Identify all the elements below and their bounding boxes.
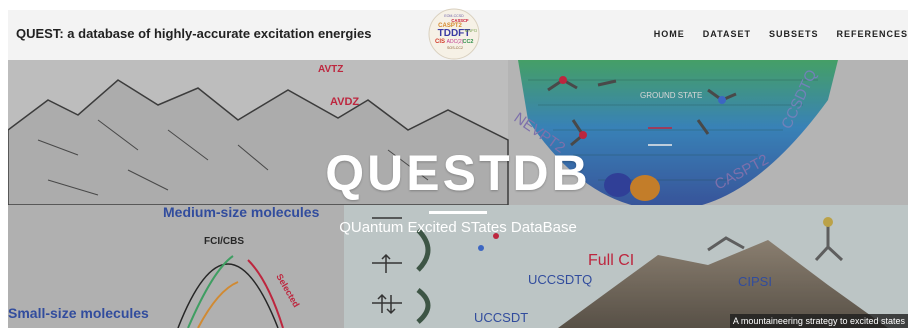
atom: [579, 131, 587, 139]
curve-red: [247, 259, 284, 328]
hero-banner: AVTZ AVDZ GROUND STATE NEVPT2 CASPT2 CCS…: [8, 60, 908, 328]
surface-grid: [528, 79, 818, 181]
logo-word: CIS: [435, 39, 445, 45]
logo-word: CC2: [462, 39, 473, 45]
logo-word: TDDFT: [438, 28, 471, 39]
hero-background-illustration: AVTZ AVDZ GROUND STATE NEVPT2 CASPT2 CCS…: [8, 60, 908, 328]
label-avdz: AVDZ: [330, 96, 359, 108]
label-uccsdt: UCCSDT: [474, 310, 528, 325]
label-cipsi: CIPSI: [738, 274, 772, 289]
label-fcicbs: FCI/CBS: [204, 236, 244, 247]
potential-surface: [518, 60, 838, 210]
excitation-arrows: [416, 228, 431, 324]
logo-word: NEVPT2: [465, 29, 478, 33]
label-avtz: AVTZ: [318, 64, 343, 75]
nav-dataset[interactable]: DATASET: [702, 29, 751, 39]
atom: [478, 245, 484, 251]
nav-references[interactable]: REFERENCES: [836, 29, 908, 39]
main-nav: HOME DATASET SUBSETS REFERENCES: [654, 29, 908, 39]
site-title[interactable]: QUEST: a database of highly-accurate exc…: [16, 26, 372, 41]
site-logo[interactable]: EOM-CCSD CASSCF CASPT2 TDDFT CIS ADC(2) …: [428, 8, 480, 60]
label-ground-state: GROUND STATE: [640, 91, 702, 100]
spin-pair-arrows: [377, 293, 396, 315]
hero-title: QUESTDB: [325, 145, 591, 201]
sketch-hatching: [37, 119, 429, 196]
label-small-size: Small-size molecules: [8, 305, 149, 321]
diagram-panel: [8, 205, 344, 328]
mountain-sketch: [8, 79, 509, 206]
orbital-lobe-blue: [604, 173, 632, 197]
label-medium-size: Medium-size molecules: [163, 204, 320, 220]
nav-home[interactable]: HOME: [653, 29, 685, 39]
molecule-sticks-lower: [707, 225, 844, 262]
atom: [493, 233, 499, 239]
logo-word: ADC(2): [447, 39, 464, 45]
hero-subtitle: QUantum Excited STates DataBase: [339, 219, 577, 236]
label-uccsdtq: UCCSDTQ: [528, 272, 592, 287]
spin-up-arrow: [381, 253, 391, 273]
logo-word: CASPT2: [438, 23, 462, 29]
curve-orange: [197, 281, 239, 328]
atom: [559, 76, 567, 84]
orbital-lobe-orange: [630, 175, 660, 201]
logo-word: CASSCF: [451, 18, 469, 23]
logo-word: SOS-CC2: [447, 46, 463, 50]
hero-caption: A mountaineering strategy to excited sta…: [729, 314, 908, 328]
navbar: QUEST: a database of highly-accurate exc…: [8, 8, 908, 60]
hero-divider: [429, 211, 487, 214]
label-fullci: Full CI: [588, 252, 634, 269]
nav-subsets[interactable]: SUBSETS: [768, 29, 819, 39]
logo-word: EOM-CCSD: [444, 14, 464, 18]
atom: [823, 217, 833, 227]
mountain-photo: [558, 240, 888, 328]
hero-overlay: [8, 60, 908, 328]
atom: [718, 96, 726, 104]
curve-fci: [177, 263, 279, 328]
curve-green: [187, 255, 234, 328]
